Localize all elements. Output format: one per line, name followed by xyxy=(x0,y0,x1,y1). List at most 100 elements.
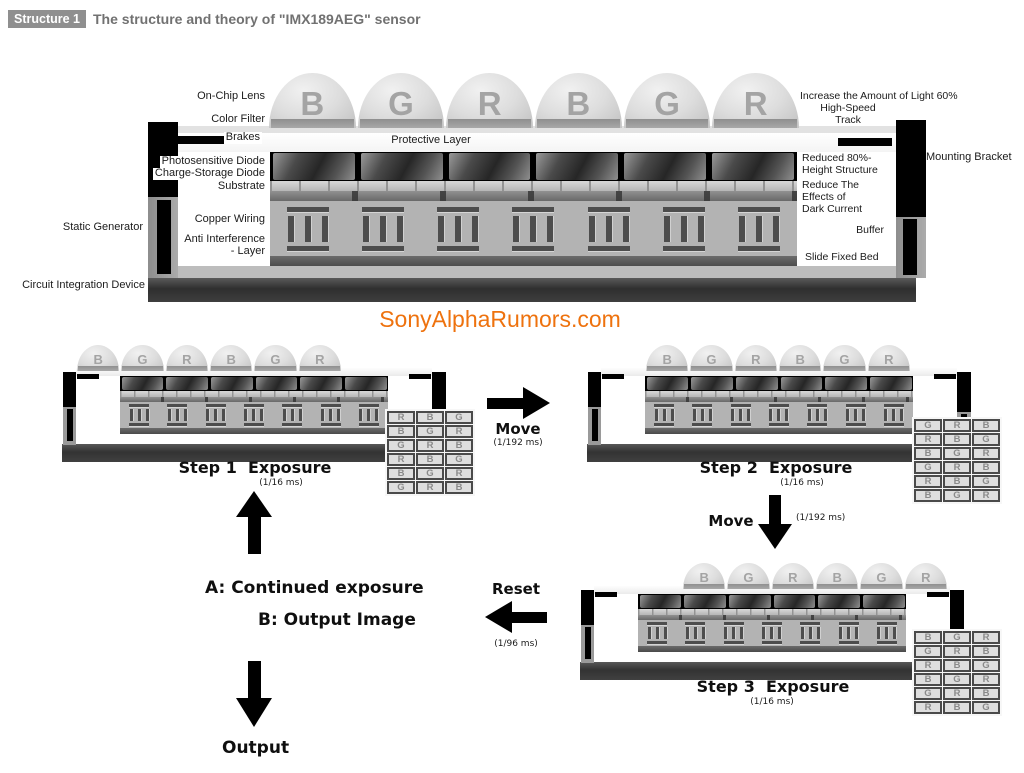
copper-via xyxy=(885,627,889,639)
copper-vias xyxy=(362,215,403,242)
anti-interference-layer xyxy=(638,646,906,652)
arrow-head xyxy=(523,387,550,419)
bayer-cell: R xyxy=(914,701,942,714)
copper-bar xyxy=(838,622,859,625)
reset-time: (1/96 ms) xyxy=(494,639,538,649)
copper-via xyxy=(692,409,696,421)
color-filter-band xyxy=(714,119,798,128)
label-photosensitive-diode: Photosensitive Diode xyxy=(159,155,267,168)
bayer-cell: B xyxy=(914,673,942,686)
lens-dome: R xyxy=(165,345,208,371)
copper-vias xyxy=(359,409,379,421)
copper-via xyxy=(175,409,179,421)
color-filter-band xyxy=(779,366,821,371)
copper-motif xyxy=(729,404,753,426)
color-filter-band xyxy=(735,366,776,371)
photodiode-block xyxy=(624,153,707,180)
copper-bar xyxy=(738,245,781,251)
color-filter-band xyxy=(824,366,865,371)
static-generator-rod xyxy=(585,627,591,659)
label-buffer: Buffer xyxy=(801,224,885,237)
copper-motif xyxy=(735,206,783,251)
lens-dome: B xyxy=(646,345,689,371)
lens-dome: B xyxy=(535,73,622,128)
lens-letter: B xyxy=(93,352,103,367)
copper-via xyxy=(304,215,311,242)
color-filter-band xyxy=(210,366,252,371)
copper-bar xyxy=(692,423,713,426)
lens-dome: G xyxy=(690,345,733,371)
color-filter-band xyxy=(271,119,354,128)
mounting-bracket xyxy=(63,372,76,407)
copper-vias xyxy=(654,409,674,421)
color-filter-band xyxy=(647,366,688,371)
copper-via xyxy=(206,409,210,421)
step3-time: (1/16 ms) xyxy=(750,697,794,707)
copper-via xyxy=(455,215,462,242)
copper-via xyxy=(513,215,520,242)
output-down-arrow-icon xyxy=(236,661,272,728)
bayer-cell: B xyxy=(972,461,1000,474)
label-height-structure: Height Structure xyxy=(801,164,879,177)
copper-via xyxy=(329,409,333,421)
copper-via xyxy=(693,627,697,639)
mounting-bracket xyxy=(588,372,601,407)
copper-bar xyxy=(437,206,480,212)
copper-via xyxy=(321,409,325,421)
copper-motif xyxy=(319,404,343,426)
copper-via xyxy=(847,627,851,639)
photodiode-block xyxy=(818,595,860,608)
copper-bar xyxy=(876,622,897,625)
copper-via xyxy=(700,409,704,421)
label-track: Track xyxy=(835,114,861,126)
bayer-cell: R xyxy=(387,453,415,466)
copper-bar xyxy=(692,404,713,407)
bayer-cell: R xyxy=(416,481,444,494)
bayer-cell: G xyxy=(943,631,971,644)
arrow-head xyxy=(236,491,272,517)
charge-storage-diode-row xyxy=(645,391,913,397)
copper-via xyxy=(244,409,248,421)
copper-bar xyxy=(361,245,404,251)
bayer-cell: R xyxy=(416,439,444,452)
step1-time: (1/16 ms) xyxy=(259,478,303,488)
arrow-head xyxy=(485,601,512,633)
copper-motif xyxy=(767,404,791,426)
lens-dome: B xyxy=(77,345,120,371)
photodiode-block xyxy=(166,377,208,390)
copper-motif xyxy=(645,622,669,644)
copper-via xyxy=(854,409,858,421)
bayer-cell: B xyxy=(416,411,444,424)
lens-letter: B xyxy=(300,84,325,122)
bayer-cell: R xyxy=(972,673,1000,686)
copper-via xyxy=(739,215,746,242)
copper-wiring-row xyxy=(645,402,913,428)
color-filter-band xyxy=(816,584,858,589)
brake-bar-right xyxy=(838,138,892,146)
copper-via xyxy=(605,215,612,242)
photodiode-block xyxy=(712,153,794,180)
copper-bar xyxy=(800,641,821,644)
bayer-cell: G xyxy=(943,673,971,686)
copper-bar xyxy=(205,404,226,407)
copper-via xyxy=(362,215,369,242)
color-filter-band xyxy=(625,119,709,128)
copper-via xyxy=(145,409,149,421)
copper-via xyxy=(622,215,629,242)
arrow-shaft xyxy=(769,495,781,525)
photodiode-block xyxy=(344,377,387,390)
color-filter-band xyxy=(537,119,620,128)
copper-bar xyxy=(358,404,379,407)
copper-via xyxy=(862,409,866,421)
bayer-cell: R xyxy=(972,489,1000,502)
photodiode-block xyxy=(210,377,253,390)
mounting-bracket xyxy=(957,372,971,412)
photodiode-block xyxy=(360,153,443,180)
copper-bar xyxy=(320,404,341,407)
lens-dome: R xyxy=(904,563,947,589)
bayer-cell: B xyxy=(914,489,942,502)
copper-via xyxy=(893,627,897,639)
anti-interference-layer xyxy=(120,428,388,434)
copper-bar xyxy=(838,641,859,644)
